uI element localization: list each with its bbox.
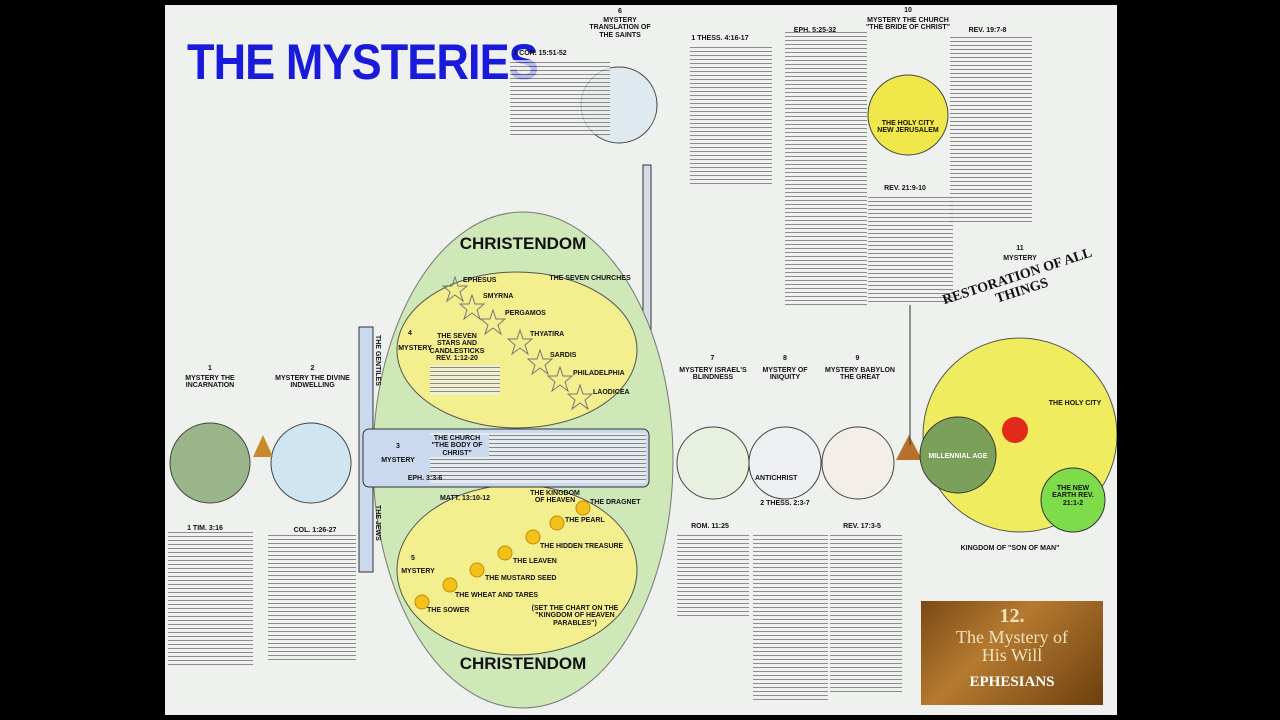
cite-matt: MATT. 13:10-12: [439, 495, 491, 502]
mysteries-chart: THE MYSTERIES CHRISTENDOM CHRISTENDOM 1 …: [165, 5, 1117, 715]
mystery-2-label: MYSTERY THE DIVINE INDWELLING: [275, 375, 350, 390]
babylon-circle: [821, 426, 895, 500]
parable-pearl: THE PEARL: [565, 517, 605, 524]
page-title: THE MYSTERIES: [187, 34, 539, 90]
mystery-4-label: MYSTERY: [398, 345, 432, 352]
cite-rev: REV. 19:7-8: [968, 27, 1007, 34]
mystery-2-num: 2: [310, 365, 315, 372]
mountain-marker: [896, 435, 922, 460]
holy-city2-label: THE HOLY CITY: [1048, 400, 1102, 407]
text-churches-note: [430, 365, 500, 395]
israel-circle: [676, 426, 750, 500]
cite-rev17: REV. 17:3-5: [843, 523, 881, 530]
kingdom-heaven-label: THE KINGDOM OF HEAVEN: [530, 490, 580, 505]
text-indwelling: [268, 533, 356, 663]
mystery-9-num: 9: [855, 355, 860, 362]
millennial-label: MILLENNIAL AGE: [928, 453, 988, 460]
cite-col: COL. 1:26-27: [293, 527, 337, 534]
church-body-label: THE CHURCH "THE BODY OF CHRIST": [425, 435, 489, 458]
badge-line2: His Will: [981, 645, 1043, 665]
mystery-1-num: 1: [208, 365, 212, 372]
kingdom-label: KINGDOM OF "SON OF MAN": [960, 545, 1060, 552]
mystery-4-num: 4: [408, 330, 412, 337]
cite-thess2: 2 THESS. 2:3-7: [760, 500, 810, 507]
mystery-8-num: 8: [783, 355, 787, 362]
jews-label: THE JEWS: [374, 505, 381, 541]
text-babylon: [830, 533, 902, 693]
mystery-5-label: MYSTERY: [401, 568, 435, 575]
badge-book: EPHESIANS: [969, 674, 1055, 690]
christendom-top-label: CHRISTENDOM: [459, 234, 587, 253]
incarnation-circle: [169, 422, 251, 504]
iniquity-circle: [748, 426, 822, 500]
church-smyrna: SMYRNA: [483, 293, 514, 300]
cite-rev21: REV. 21:9-10: [884, 185, 926, 192]
mystery-3-num: 3: [396, 443, 400, 450]
mystery-10-num: 10: [904, 7, 912, 14]
millennial-circle: [919, 416, 997, 494]
gentiles-label: THE GENTILES: [374, 335, 381, 386]
mystery-1-label: MYSTERY THE INCARNATION: [185, 375, 235, 390]
church-thyatira: THYATIRA: [530, 331, 565, 338]
indwelling-circle: [270, 422, 352, 504]
mystery-3-label: MYSTERY: [381, 457, 415, 464]
text-eph: [785, 30, 867, 305]
seven-stars-label: THE SEVEN STARS AND CANDLESTICKS REV. 1:…: [429, 333, 485, 363]
cite-eph: EPH. 5:25-32: [793, 27, 837, 34]
badge-line1: The Mystery of: [956, 627, 1068, 647]
church-sardis: SARDIS: [550, 352, 577, 359]
mystery-11-label: MYSTERY: [1003, 255, 1037, 262]
parable-wheat: THE WHEAT AND TARES: [455, 592, 539, 599]
christendom-bottom-label: CHRISTENDOM: [459, 654, 587, 673]
mystery-7-label: MYSTERY ISRAEL'S BLINDNESS: [679, 367, 747, 382]
candlesticks-note: THE SEVEN CHURCHES: [549, 275, 631, 282]
mystery-7-num: 7: [710, 355, 715, 362]
text-israel: [677, 533, 749, 618]
text-iniquity: [753, 533, 828, 703]
cite-thess: 1 THESS. 4:16-17: [691, 35, 749, 42]
new-earth-circle: [1040, 467, 1106, 533]
mystery-9-label: MYSTERY BABYLON THE GREAT: [824, 367, 895, 382]
cite-tim: 1 TIM. 3:16: [187, 525, 223, 532]
parable-sower: THE SOWER: [427, 607, 470, 614]
parable-treasure: THE HIDDEN TREASURE: [540, 543, 624, 550]
church-ephesus: EPHESUS: [463, 277, 497, 284]
cite-cor: 1 COR. 15:51-52: [513, 50, 567, 57]
antichrist-label: ANTICHRIST: [755, 475, 798, 482]
mystery-6-num: 6: [618, 8, 622, 15]
cite-rom: ROM. 11:25: [691, 523, 729, 530]
bride-circle: [867, 74, 949, 156]
parable-dragnet: THE DRAGNET: [590, 499, 641, 506]
new-earth-label: THE NEW EARTH REV. 21:1-2: [1052, 485, 1094, 507]
church-stars: [441, 275, 594, 411]
earth-fire-icon: [1002, 417, 1028, 443]
mystery-5-num: 5: [411, 555, 415, 562]
cross-marker: [253, 435, 273, 457]
parable-mustard: THE MUSTARD SEED: [485, 575, 557, 582]
mystery-6-label: MYSTERY TRANSLATION OF THE SAINTS: [589, 17, 651, 39]
badge-number: 12.: [999, 605, 1025, 627]
mystery-10-label: MYSTERY THE CHURCH "THE BRIDE OF CHRIST": [865, 17, 951, 32]
text-rev19: [950, 35, 1032, 225]
cite-eph3: EPH. 3:3-6: [407, 475, 443, 482]
church-pergamos: PERGAMOS: [505, 310, 546, 317]
parable-suns: [414, 500, 591, 610]
mystery-8-label: MYSTERY OF INIQUITY: [762, 367, 808, 382]
parable-leaven: THE LEAVEN: [513, 558, 557, 565]
holy-city-label: THE HOLY CITY NEW JERUSALEM: [877, 120, 939, 135]
church-laodicea: LAODICEA: [593, 389, 630, 396]
church-philadelphia: PHILADELPHIA: [573, 370, 625, 377]
text-rev21: [868, 195, 953, 305]
mystery-11-num: 11: [1016, 245, 1024, 252]
parable-note: (SET THE CHART ON THE "KINGDOM OF HEAVEN…: [531, 605, 619, 627]
mystery-badge: 12. The Mystery of His Will EPHESIANS: [921, 601, 1103, 705]
text-cor: [510, 60, 610, 135]
text-thess: [690, 45, 772, 185]
text-incarnation: [168, 530, 253, 665]
